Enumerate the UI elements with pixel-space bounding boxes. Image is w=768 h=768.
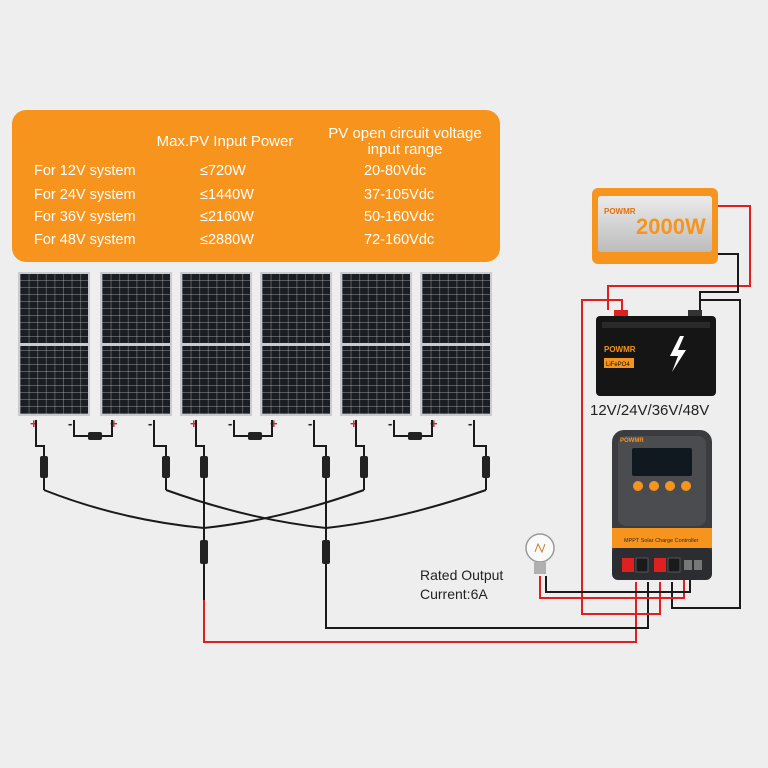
inverter: POWMR 2000W [592,188,718,264]
string-3-negative-lead [473,420,487,490]
string-1-positive-lead [35,420,45,490]
battery-brand: POWMR [604,345,636,354]
controller-button-4 [681,481,691,491]
battery: POWMR LiFePO4 [596,310,716,396]
controller-brand: POWMR [620,438,644,444]
solar-panel-1 [18,272,90,416]
row-48v-power: ≤2880W [200,232,254,248]
lightning-bolt-icon [670,336,686,372]
panel-1-minus-label: - [68,416,73,431]
light-bulb-icon [525,533,555,574]
panel-6-plus-label: + [430,416,438,431]
controller-name: MPPT Solar Charge Controller [624,538,699,544]
panel-6-minus-label: - [468,416,473,431]
combine-negative-a [165,489,327,529]
inverter-positive-to-battery [607,205,751,310]
row-48v-voltage: 72-160Vdc [364,232,435,248]
battery-voltage-label: 12V/24V/36V/48V [590,402,710,419]
spec-table: Max.PV Input Power PV open circuit volta… [12,110,500,262]
panel-4-plus-label: + [270,416,278,431]
solar-panel-3 [180,272,252,416]
row-36v-power: ≤2160W [200,209,254,225]
panel-4-minus-label: - [308,416,313,431]
string-2-positive-lead [195,420,205,490]
inverter-brand: POWMR [604,207,636,216]
inverter-wattage: 2000W [636,214,706,239]
panel-5-minus-label: - [388,416,393,431]
load-negative-wire [545,572,691,593]
mc4-connectors [40,432,490,564]
panel-1-plus-label: + [30,416,38,431]
panel-3-plus-label: + [190,416,198,431]
load-positive-wire [539,572,685,599]
battery-positive-to-controller [581,299,661,615]
panel-2-plus-label: + [110,416,118,431]
controller-button-3 [665,481,675,491]
charge-controller: POWMR MPPT Solar Charge Controller [612,430,712,580]
solar-panel-4 [260,272,332,416]
row-36v-system: For 36V system [34,209,136,225]
string-1-negative-lead [153,420,167,490]
row-24v-power: ≤1440W [200,187,254,203]
row-12v-voltage: 20-80Vdc [364,163,427,179]
solar-panel-6 [420,272,492,416]
pv-negative-to-controller [325,582,649,629]
panel-5-plus-label: + [350,416,358,431]
row-24v-system: For 24V system [34,187,136,203]
combine-positive-b [203,489,365,529]
string-2-negative-lead [313,420,327,490]
combine-positive-a [43,489,205,529]
controller-button-2 [649,481,659,491]
row-12v-power: ≤720W [200,163,246,179]
pv-positive-to-controller [203,582,637,643]
controller-button-1 [633,481,643,491]
row-12v-system: For 12V system [34,163,136,179]
load-rated-output-label: Rated Output Current:6A [420,567,504,602]
panel-3-minus-label: - [228,416,233,431]
solar-panel-5 [340,272,412,416]
header-open-circuit-voltage: PV open circuit voltage input range [328,125,482,158]
row-36v-voltage: 50-160Vdc [364,209,435,225]
battery-chemistry: LiFePO4 [606,362,630,368]
row-48v-system: For 48V system [34,232,136,248]
string-3-positive-lead [355,420,365,490]
inverter-negative-to-battery [699,253,739,310]
combine-negative-b [325,489,487,529]
solar-panel-2 [100,272,172,416]
row-24v-voltage: 37-105Vdc [364,187,435,203]
panel-2-minus-label: - [148,416,153,431]
controller-lcd [632,448,692,476]
header-max-pv-power: Max.PV Input Power [156,133,294,150]
